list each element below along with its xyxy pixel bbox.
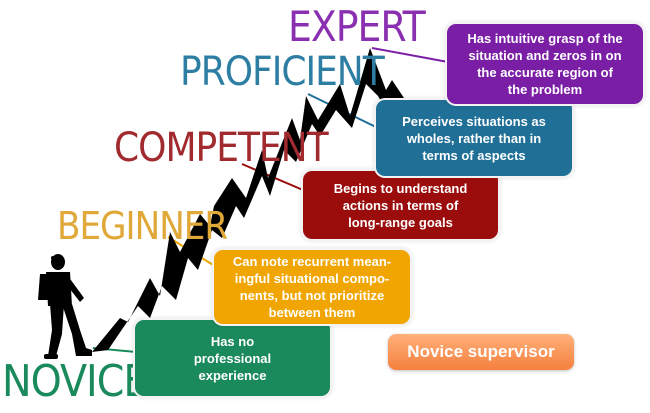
stage-label-beginner: BEGINNER xyxy=(57,204,228,248)
callout-expert: Has intuitive grasp of the situation and… xyxy=(447,24,643,104)
zigzag-mountain-peak xyxy=(92,48,408,352)
callout-expert-line-1: Has intuitive grasp of the xyxy=(467,31,623,46)
novice-supervisor-button[interactable]: Novice supervisor xyxy=(388,334,574,370)
stage-label-expert: EXPERT xyxy=(288,2,426,51)
callout-novice-line-1: Has no xyxy=(210,333,255,349)
callout-novice-line-2: professional xyxy=(193,350,272,366)
callout-beginner-line-1: Can note recurrent mean- xyxy=(232,254,392,269)
stage-label-proficient: PROFICIENT xyxy=(180,49,385,95)
callout-beginner-line-4: between them xyxy=(268,305,356,320)
hiker-silhouette-icon xyxy=(38,254,92,359)
callout-beginner-line-2: ingful situational compo- xyxy=(234,271,390,286)
callout-proficient-line-2: wholes, rather than in xyxy=(406,130,542,146)
connector-expert xyxy=(371,47,449,63)
callout-competent-line-2: actions in terms of xyxy=(342,197,459,213)
callout-proficient: Perceives situations as wholes, rather t… xyxy=(376,100,572,176)
callout-proficient-line-1: Perceives situations as xyxy=(402,113,546,129)
stage-label-novice: NOVICE xyxy=(2,356,148,407)
callout-beginner: Can note recurrent mean- ingful situatio… xyxy=(214,250,410,324)
callout-competent-line-3: long-range goals xyxy=(348,214,453,230)
callout-expert-line-4: the problem xyxy=(507,82,583,97)
callout-expert-line-3: the accurate region of xyxy=(477,65,613,80)
callout-competent: Begins to understand actions in terms of… xyxy=(303,171,498,239)
callout-competent-line-1: Begins to understand xyxy=(333,180,468,196)
callout-beginner-line-3: nents, but not prioritize xyxy=(239,288,385,303)
callout-expert-line-2: situation and zeros in on xyxy=(468,48,622,63)
callout-novice-line-3: experience xyxy=(198,367,267,383)
callout-proficient-line-3: terms of aspects xyxy=(422,147,526,163)
stage-label-competent: COMPETENT xyxy=(114,125,329,171)
callout-novice: Has no professional experience xyxy=(135,320,330,396)
